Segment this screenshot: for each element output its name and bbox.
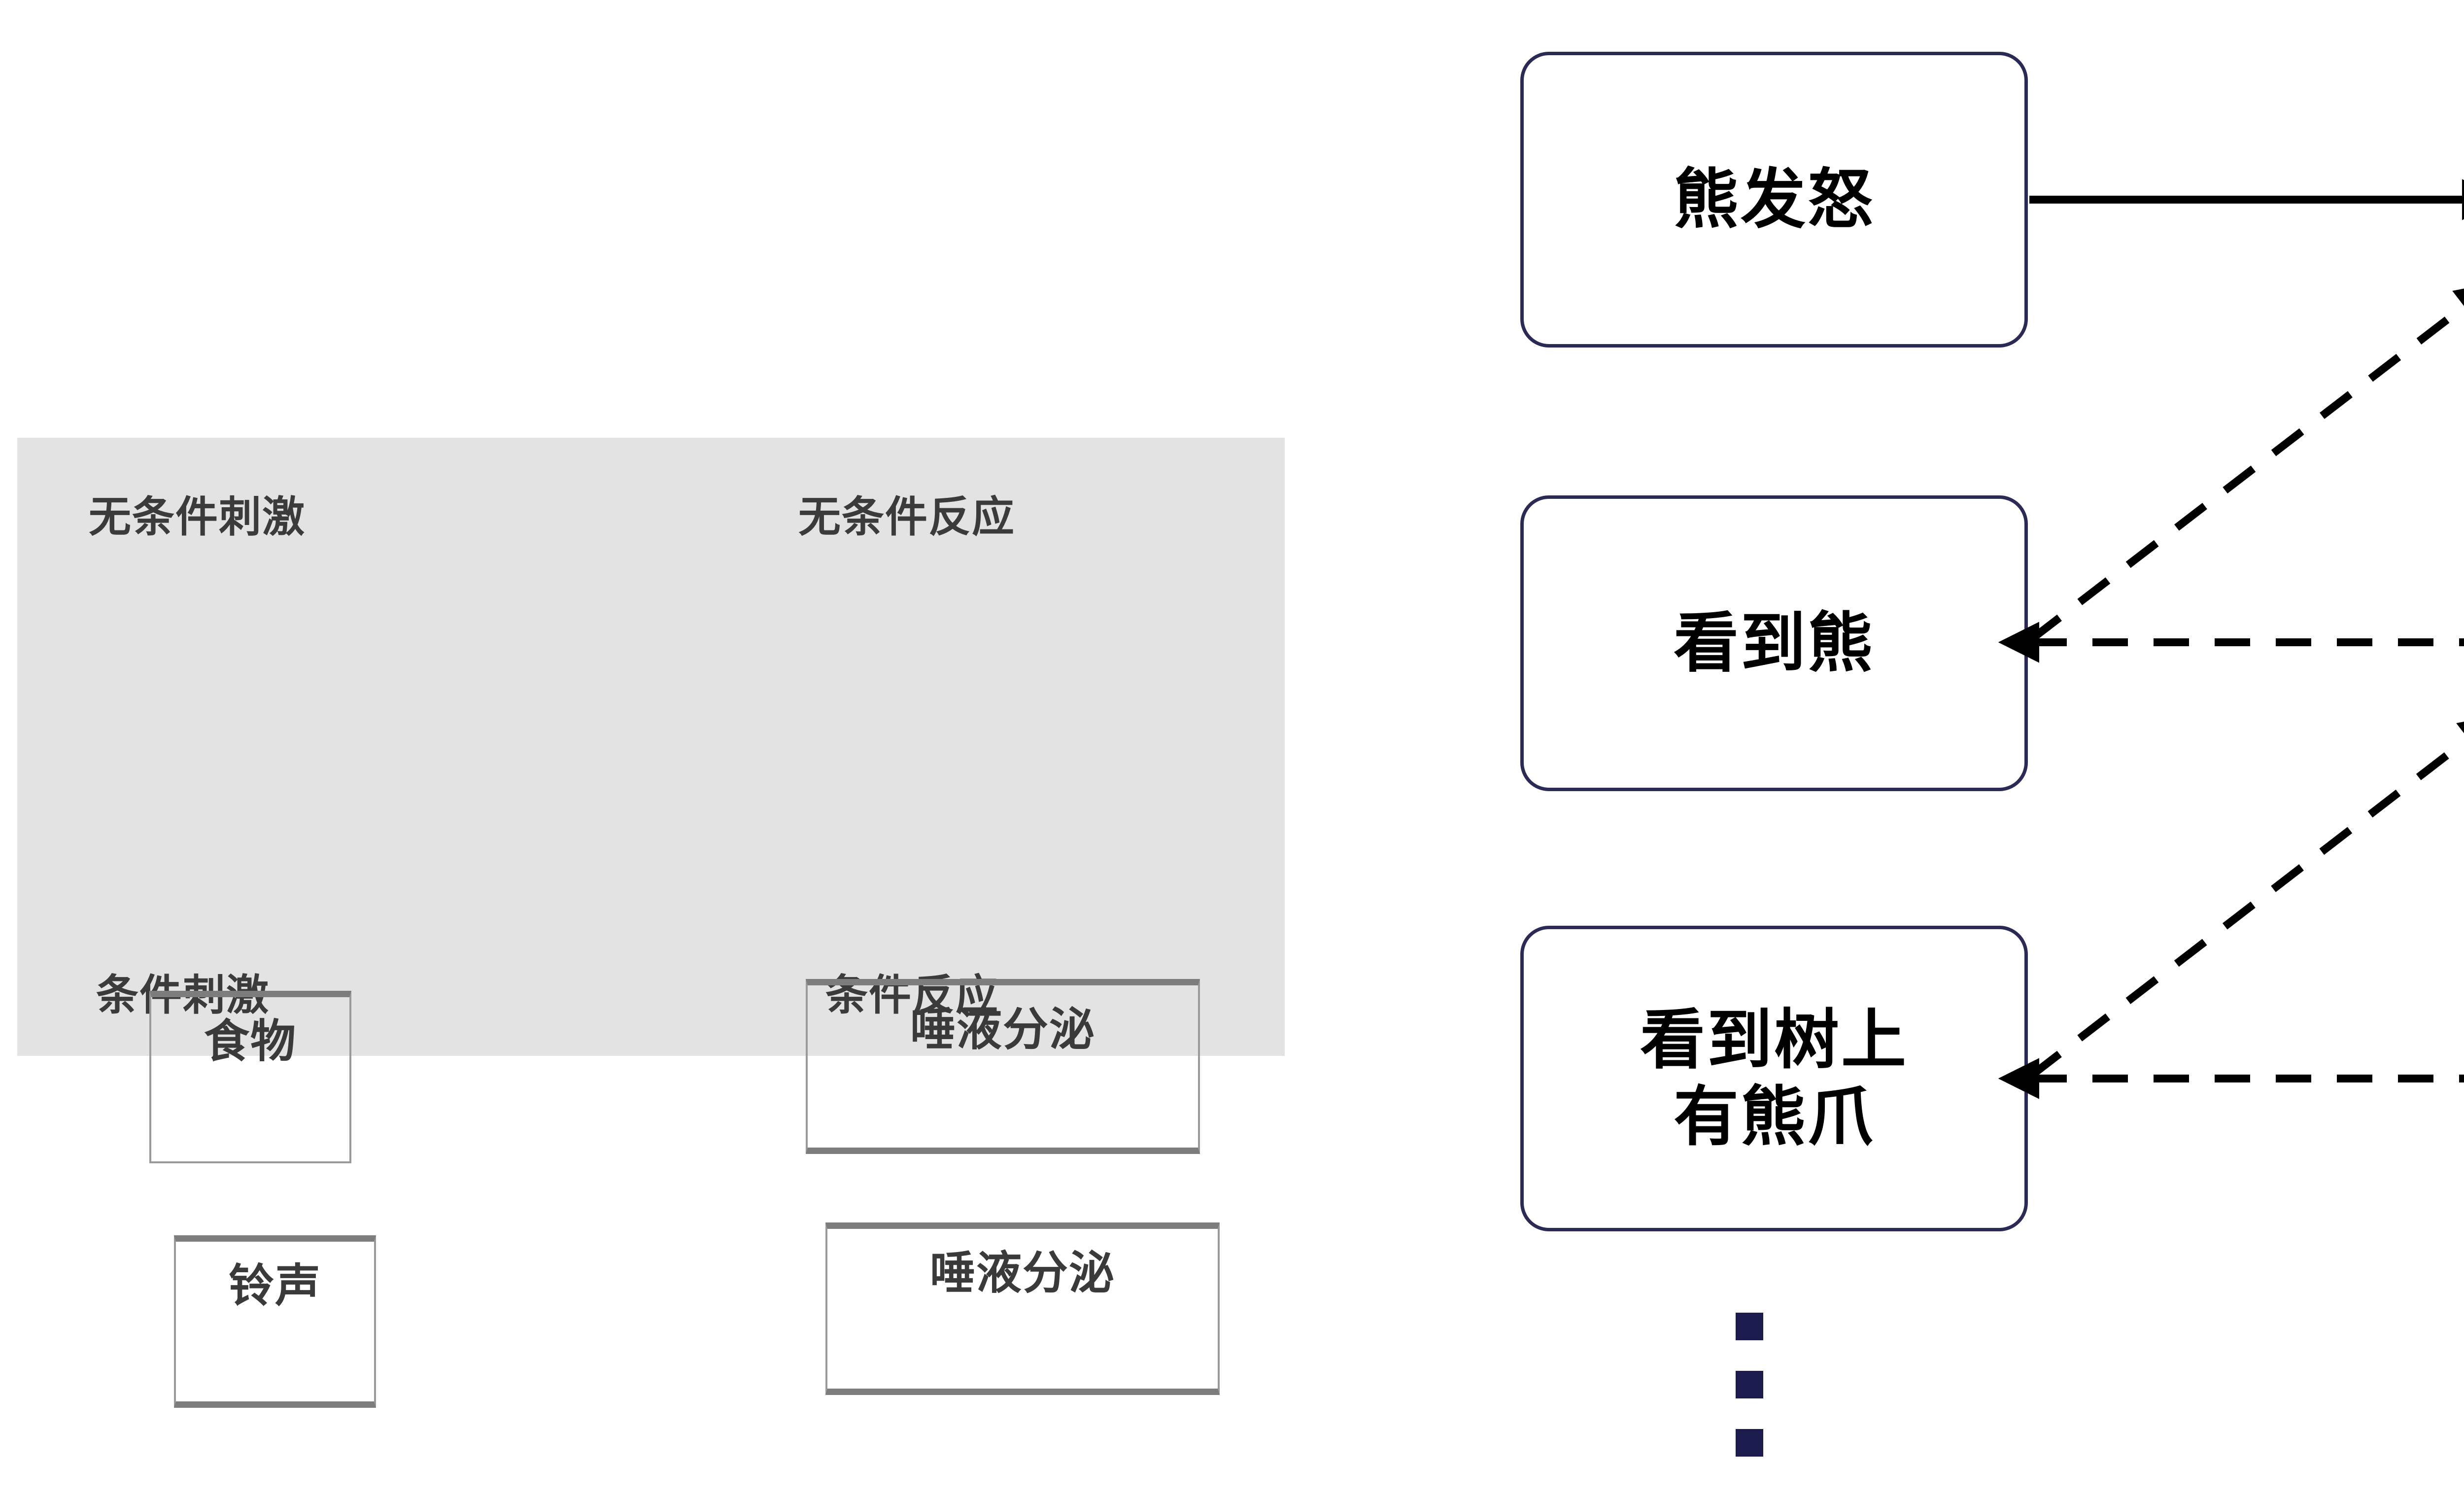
rl-box-bear-angry: 熊发怒 — [1520, 52, 2028, 348]
rl-box-see-bear-label: 看到熊 — [1674, 607, 1875, 680]
ellipsis-dot — [1736, 1371, 1763, 1398]
ellipsis-left-column — [1736, 1313, 1763, 1457]
rl-box-see-claw-in-tree: 看到树上 有熊爪 — [1520, 926, 2028, 1231]
label-unconditioned-response: 无条件反应 — [798, 493, 1015, 541]
cc-box-salivation-conditioned-label: 唾液分泌 — [929, 1248, 1115, 1298]
cc-box-salivation-unconditioned: 唾液分泌 — [806, 979, 1200, 1154]
rl-arrow-see-claw-to-value-s-prime — [2029, 714, 2464, 1079]
label-unconditioned-stimulus: 无条件刺激 — [89, 493, 306, 541]
rl-box-see-claw-line-2: 有熊爪 — [1674, 1081, 1875, 1153]
cc-box-food: 食物 — [149, 991, 351, 1163]
cc-box-salivation-conditioned: 唾液分泌 — [825, 1222, 1220, 1395]
cc-box-salivation-unconditioned-label: 唾液分泌 — [910, 1005, 1095, 1055]
rl-box-see-claw-in-tree-label: 看到树上 有熊爪 — [1640, 1002, 1908, 1155]
cc-box-bell: 铃声 — [174, 1235, 376, 1408]
classical-conditioning-panel: 无条件刺激 无条件反应 条件刺激 条件反应 食物 铃声 唾液分泌 唾液分泌 — [17, 438, 1285, 1408]
rl-arrow-see-bear-to-reward — [2029, 282, 2464, 643]
rl-box-see-claw-line-1: 看到树上 — [1640, 1004, 1908, 1077]
cc-box-bell-label: 铃声 — [228, 1261, 321, 1311]
rl-box-bear-angry-label: 熊发怒 — [1674, 163, 1875, 236]
rl-box-see-bear: 看到熊 — [1520, 495, 2028, 791]
ellipsis-dot — [1736, 1313, 1763, 1340]
cc-box-food-label: 食物 — [204, 1016, 297, 1067]
ellipsis-dot — [1736, 1429, 1763, 1457]
